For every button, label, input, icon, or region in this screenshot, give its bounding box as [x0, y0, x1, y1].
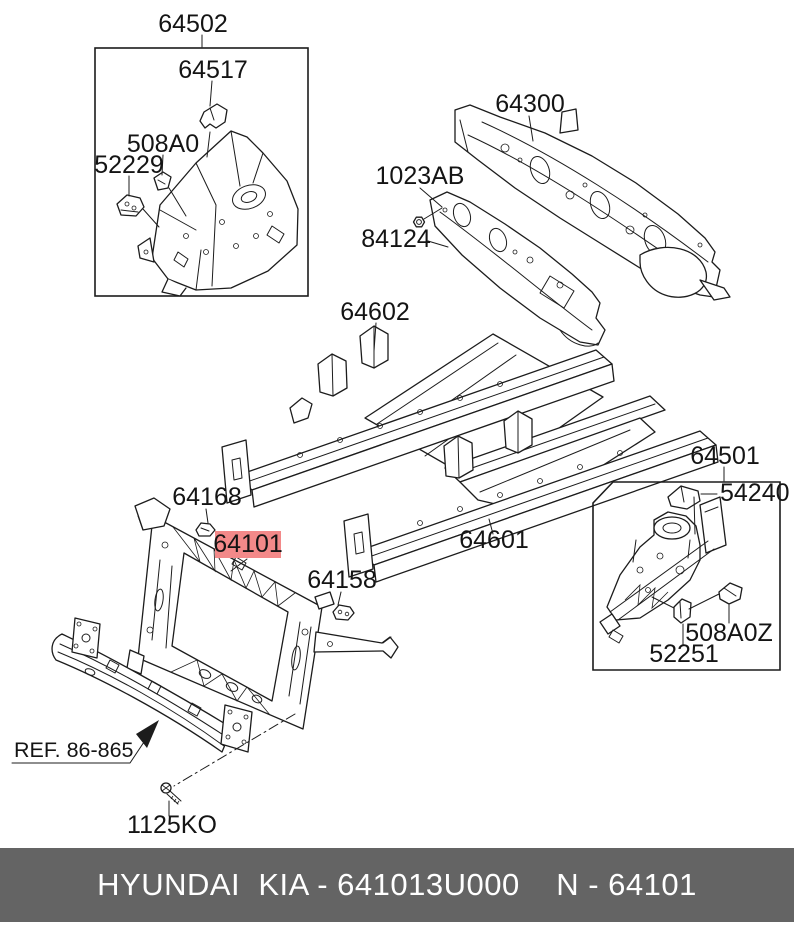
part-label-64601[interactable]: 64601 [459, 526, 529, 554]
part-label-64101-selected[interactable]: 64101 [213, 530, 283, 558]
drawing-bracket-54240 [667, 485, 701, 510]
part-label-64168[interactable]: 64168 [172, 483, 242, 511]
part-label-1023ab[interactable]: 1023AB [376, 162, 465, 190]
part-label-54240[interactable]: 54240 [720, 479, 790, 507]
part-label-64158[interactable]: 64158 [307, 566, 377, 594]
footer-bar: HYUNDAI KIA - 641013U000 N - 64101 [0, 848, 794, 922]
centerline-dashdot [173, 713, 296, 787]
parts-diagram: 64502 64517 508A0 52229 64300 1023AB 841… [11, 10, 790, 839]
detail-box-64502 [94, 47, 309, 297]
drawing-side-member-64601 [343, 395, 719, 583]
drawing-bracket-52251 [673, 598, 692, 624]
part-label-64502[interactable]: 64502 [158, 10, 228, 38]
arrowhead-icon [136, 720, 159, 748]
part-label-52229[interactable]: 52229 [94, 151, 164, 179]
drawing-bracket-52229 [116, 194, 145, 217]
detail-box-64501 [592, 481, 781, 671]
part-label-64300[interactable]: 64300 [495, 90, 565, 118]
drawing-radiator-support-64101 [126, 497, 399, 730]
parts-diagram-canvas: 64502 64517 508A0 52229 64300 1023AB 841… [11, 10, 790, 839]
drawing-fender-apron-lh [116, 103, 299, 297]
drawing-fender-apron-rh [599, 485, 743, 644]
part-label-64101[interactable]: 64101 [213, 530, 283, 558]
drawing-bracket-64168 [195, 522, 216, 537]
drawing-dash-panel-64300 [454, 104, 731, 301]
part-label-64517[interactable]: 64517 [178, 56, 248, 84]
ref-label: REF. 86-865 [14, 738, 134, 762]
part-label-1125ko[interactable]: 1125KO [127, 811, 217, 839]
part-label-64602[interactable]: 64602 [340, 298, 410, 326]
drawing-bracket-508a0z [718, 582, 743, 605]
part-label-52251[interactable]: 52251 [649, 640, 719, 668]
drawing-insulator-84124 [429, 191, 606, 347]
part-label-84124[interactable]: 84124 [361, 225, 431, 253]
footer-part-info: HYUNDAI KIA - 641013U000 N - 64101 [97, 867, 697, 902]
highlight-box[interactable] [215, 531, 281, 558]
part-label-64501[interactable]: 64501 [690, 442, 760, 470]
drawing-nut-1023ab [412, 216, 426, 228]
part-label-508a0[interactable]: 508A0 [127, 130, 199, 158]
ref-arrow [11, 720, 159, 764]
drawing-bolt-1125ko [160, 782, 182, 805]
drawing-bracket-64158 [332, 604, 355, 621]
drawing-bracket-508a0 [153, 171, 172, 191]
drawing-bumper-beam-ref [51, 617, 253, 753]
leader-lines [128, 34, 730, 817]
drawing-bracket-64517 [199, 103, 228, 129]
part-label-508a0z[interactable]: 508A0Z [685, 619, 773, 647]
drawing-side-member-64602 [221, 325, 615, 508]
